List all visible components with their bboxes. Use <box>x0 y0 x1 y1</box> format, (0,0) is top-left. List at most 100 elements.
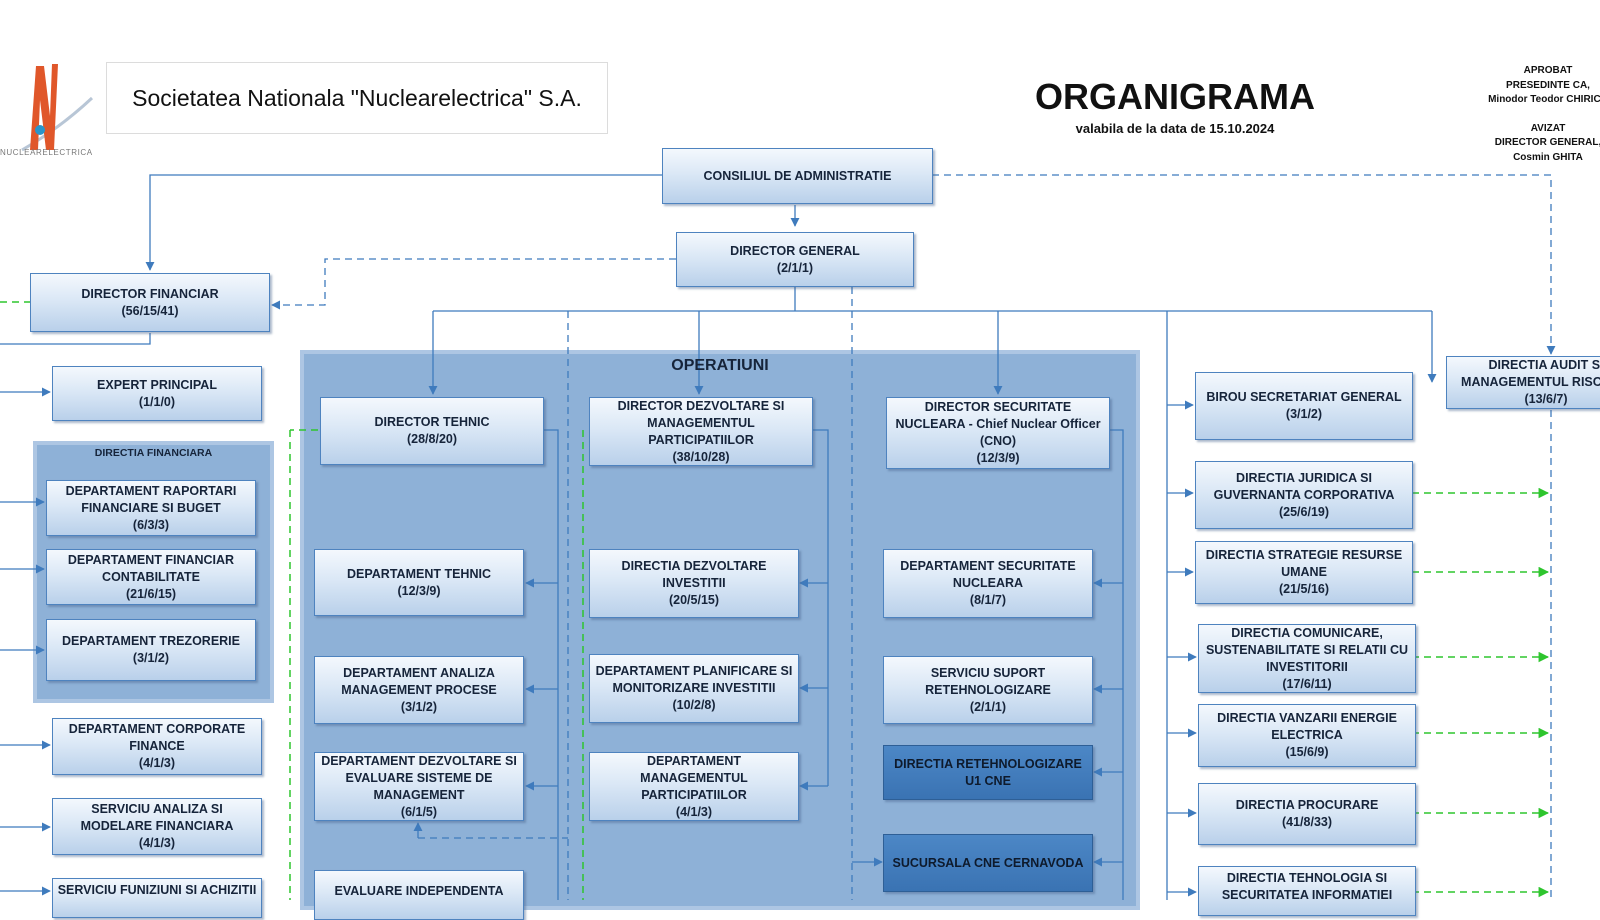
org-connector-lines <box>0 174 1556 900</box>
departament-corporate-finance-box[interactable]: DEPARTAMENT CORPORATE FINANCE (4/1/3) <box>52 718 262 775</box>
sucursala-cne-cernavoda-box[interactable]: SUCURSALA CNE CERNAVODA <box>883 834 1093 892</box>
departament-trezorerie-box[interactable]: DEPARTAMENT TREZORERIE (3/1/2) <box>46 619 256 681</box>
approval-line: DIRECTOR GENERAL, <box>1494 137 1600 148</box>
director-financiar-box[interactable]: DIRECTOR FINANCIAR (56/15/41) <box>30 273 270 332</box>
box-count: (3/1/2) <box>400 699 438 714</box>
box-count: (3/1/2) <box>132 651 170 665</box>
directia-dezvoltare-investitii-box[interactable]: DIRECTIA DEZVOLTARE INVESTITII (20/5/15) <box>589 549 799 618</box>
box-count: (8/1/7) <box>969 593 1007 607</box>
box-count: (10/2/8) <box>672 698 716 712</box>
box-count: (15/6/9) <box>1285 745 1329 759</box>
box-count: (20/5/15) <box>668 593 720 607</box>
box-title: DEPARTAMENT ANALIZA MANAGEMENT PROCESE <box>341 665 497 697</box>
box-title: SUCURSALA CNE CERNAVODA <box>892 855 1084 870</box>
approval-line: Cosmin GHITA <box>1513 151 1583 163</box>
approval-line: Minodor Teodor CHIRICA <box>1488 94 1600 105</box>
box-count: (25/6/19) <box>1278 504 1330 519</box>
departament-securitate-nucleara-box[interactable]: DEPARTAMENT SECURITATE NUCLEARA (8/1/7) <box>883 549 1093 618</box>
departament-dezvoltare-sisteme-box[interactable]: DEPARTAMENT DEZVOLTARE SI EVALUARE SISTE… <box>314 752 524 821</box>
departament-tehnic-box[interactable]: DEPARTAMENT TEHNIC (12/3/9) <box>314 549 524 616</box>
box-title: DEPARTAMENT DEZVOLTARE SI EVALUARE SISTE… <box>321 753 517 802</box>
departament-managementul-participatiilor-box[interactable]: DEPARTAMENT MANAGEMENTUL PARTICIPATIILOR… <box>589 752 799 821</box>
box-count: (28/8/20) <box>406 432 458 446</box>
directia-procurare-box[interactable]: DIRECTIA PROCURARE (41/8/33) <box>1198 783 1416 845</box>
directia-comunicare-box[interactable]: DIRECTIA COMUNICARE, SUSTENABILITATE SI … <box>1198 624 1416 693</box>
box-title: DEPARTAMENT MANAGEMENTUL PARTICIPATIILOR <box>640 753 748 802</box>
operatiuni-label: OPERATIUNI <box>671 357 769 374</box>
company-name: Societatea Nationala "Nuclearelectrica" … <box>132 84 582 111</box>
box-title: DIRECTOR GENERAL <box>730 243 860 258</box>
page-title: ORGANIGRAMA <box>1035 76 1315 117</box>
box-count: (3/1/2) <box>1285 407 1323 421</box>
nuclearelectrica-logo-icon <box>21 64 94 152</box>
director-general-box[interactable]: DIRECTOR GENERAL (2/1/1) <box>676 232 914 287</box>
box-count: (38/10/28) <box>672 449 730 464</box>
director-dezvoltare-box[interactable]: DIRECTOR DEZVOLTARE SI MANAGEMENTUL PART… <box>589 397 813 466</box>
box-title: DIRECTIA RETEHNOLOGIZARE U1 CNE <box>894 756 1082 788</box>
box-title: EVALUARE INDEPENDENTA <box>334 884 504 898</box>
approval-line: APROBAT <box>1523 65 1573 76</box>
box-title: DEPARTAMENT PLANIFICARE SI MONITORIZARE … <box>595 664 793 695</box>
box-title: SERVICIU FUNIZIUNI SI ACHIZITII <box>57 883 257 897</box>
expert-principal-box[interactable]: EXPERT PRINCIPAL(1/1/0) <box>52 366 262 421</box>
approval-block: APROBAT PRESEDINTE CA, Minodor Teodor CHIR… <box>1468 64 1600 165</box>
box-title: BIROU SECRETARIAT GENERAL <box>1206 390 1402 404</box>
director-securitate-nucleara-box[interactable]: DIRECTOR SECURITATE NUCLEARA - Chief Nuc… <box>886 397 1110 469</box>
director-tehnic-box[interactable]: DIRECTOR TEHNIC (28/8/20) <box>320 397 544 465</box>
box-count: (2/1/1) <box>969 699 1007 714</box>
box-count: (17/6/11) <box>1282 676 1332 691</box>
serviciu-suport-retehnologizare-box[interactable]: SERVICIU SUPORT RETEHNOLOGIZARE (2/1/1) <box>883 656 1093 724</box>
directia-vanzarii-energie-box[interactable]: DIRECTIA VANZARII ENERGIE ELECTRICA (15/6… <box>1198 704 1416 767</box>
box-title: DEPARTAMENT TREZORERIE <box>61 634 240 648</box>
directia-audit-box[interactable]: DIRECTIA AUDIT SI MANAGEMENTUL RISCULUI (… <box>1446 356 1600 409</box>
departament-financiar-box[interactable]: DEPARTAMENT FINANCIAR CONTABILITATE(21/6… <box>46 549 256 605</box>
box-title: DIRECTIA VANZARII ENERGIE ELECTRICA <box>1217 711 1397 742</box>
directia-strategie-resurse-umane-box[interactable]: DIRECTIA STRATEGIE RESURSE UMANE(21/5/16… <box>1195 541 1413 604</box>
box-title: DIRECTOR TEHNIC <box>374 415 490 429</box>
directia-retehnologizare-box[interactable]: DIRECTIA RETEHNOLOGIZARE U1 CNE <box>883 745 1093 800</box>
box-count: (2/1/1) <box>776 260 814 275</box>
box-title: DIRECTIA AUDIT SI MANAGEMENTUL RISCULUI <box>1461 358 1600 389</box>
box-title: DEPARTAMENT RAPORTARI FINANCIARE SI BUGE… <box>65 483 237 515</box>
box-count: (6/1/5) <box>400 804 438 819</box>
box-count: (12/3/9) <box>397 583 441 598</box>
box-title: SERVICIU SUPORT RETEHNOLOGIZARE <box>925 665 1051 697</box>
box-count: (13/6/7) <box>1524 392 1568 406</box>
evaluare-independenta-box[interactable]: EVALUARE INDEPENDENTA <box>314 870 524 920</box>
serviciu-functiuni-box[interactable]: SERVICIU FUNIZIUNI SI ACHIZITII <box>52 878 262 918</box>
box-title: DIRECTIA JURIDICA SI GUVERNANTA CORPORAT… <box>1213 470 1395 502</box>
box-count: (21/5/16) <box>1278 582 1330 596</box>
directia-financiara-label: DIRECTIA FINANCIARA <box>94 447 213 459</box>
box-title: DEPARTAMENT CORPORATE FINANCE <box>68 722 246 753</box>
company-name-box: Societatea Nationala "Nuclearelectrica" … <box>106 62 608 134</box>
approval-line: AVIZAT <box>1530 122 1566 134</box>
birou-secretariat-general-box[interactable]: BIROU SECRETARIAT GENERAL (3/1/2) <box>1195 372 1413 440</box>
box-title: SERVICIU ANALIZA SI MODELARE FINANCIARA <box>80 802 234 833</box>
box-title: DIRECTIA TEHNOLOGIA SI SECURITATEA INFOR… <box>1221 871 1393 902</box>
approval-line: PRESEDINTE CA, <box>1506 79 1590 91</box>
departament-planificare-box[interactable]: DEPARTAMENT PLANIFICARE SI MONITORIZARE … <box>589 654 799 723</box>
box-title: DIRECTOR SECURITATE NUCLEARA - Chief Nuc… <box>895 400 1101 448</box>
box-count: (6/3/3) <box>132 517 170 532</box>
box-count: (4/1/3) <box>138 836 176 850</box>
box-count: (4/1/3) <box>138 756 176 770</box>
box-title: CONSILIUL DE ADMINISTRATIE <box>703 168 892 183</box>
approval-line <box>1468 108 1600 122</box>
box-count: (12/3/9) <box>976 451 1020 465</box>
box-title: DEPARTAMENT TEHNIC <box>347 566 491 581</box>
serviciu-analiza-box[interactable]: SERVICIU ANALIZA SI MODELARE FINANCIARA (… <box>52 798 262 855</box>
departament-raportari-box[interactable]: DEPARTAMENT RAPORTARI FINANCIARE SI BUGE… <box>46 480 256 536</box>
box-count: (4/1/3) <box>675 804 713 819</box>
box-title: DIRECTOR FINANCIAR <box>81 286 219 301</box>
box-title: DEPARTAMENT FINANCIAR CONTABILITATE <box>67 552 235 584</box>
consiliul-de-administratie-box[interactable]: CONSILIUL DE ADMINISTRATIE <box>662 148 933 204</box>
departament-analiza-procese-box[interactable]: DEPARTAMENT ANALIZA MANAGEMENT PROCESE (3… <box>314 656 524 724</box>
box-title: DIRECTIA PROCURARE <box>1235 798 1379 812</box>
directia-juridica-box[interactable]: DIRECTIA JURIDICA SI GUVERNANTA CORPORAT… <box>1195 461 1413 529</box>
page-subtitle: valabila de la data de 15.10.2024 <box>1075 121 1275 136</box>
directia-tehnologia-informatiei-box[interactable]: DIRECTIA TEHNOLOGIA SI SECURITATEA INFOR… <box>1198 866 1416 916</box>
box-title: DIRECTIA DEZVOLTARE INVESTITII <box>621 559 767 590</box>
box-count: (41/8/33) <box>1281 815 1333 829</box>
box-title: DEPARTAMENT SECURITATE NUCLEARA <box>900 559 1076 590</box>
box-count: (56/15/41) <box>121 303 179 318</box>
